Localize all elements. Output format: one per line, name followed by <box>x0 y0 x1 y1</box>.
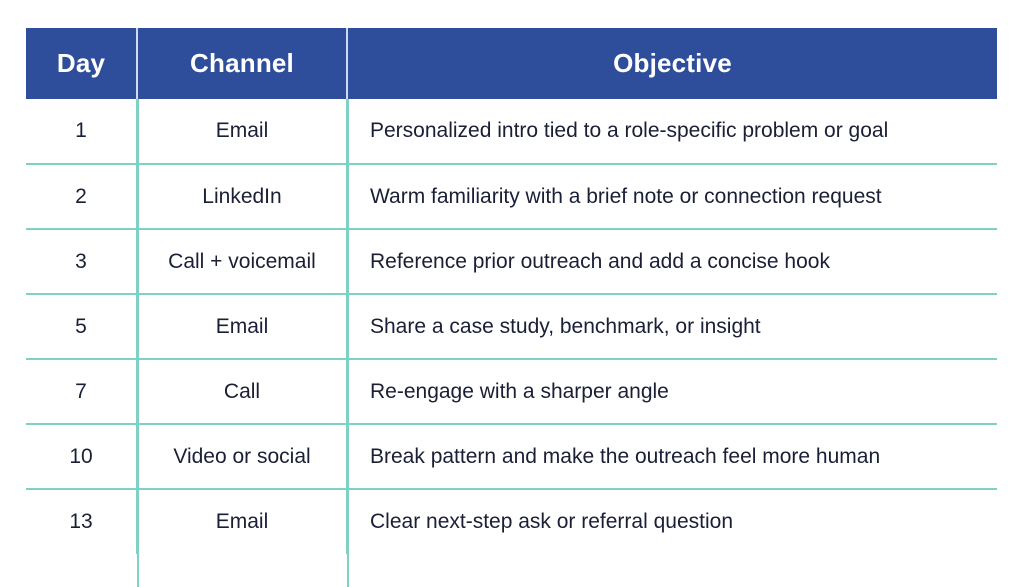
table-row: 13 Email Clear next-step ask or referral… <box>26 488 997 554</box>
cell-objective: Re-engage with a sharper angle <box>346 358 997 424</box>
table-row: 1 Email Personalized intro tied to a rol… <box>26 99 997 164</box>
table-row: 5 Email Share a case study, benchmark, o… <box>26 293 997 359</box>
table-body: 1 Email Personalized intro tied to a rol… <box>26 99 997 554</box>
cell-day: 7 <box>26 358 137 424</box>
cell-channel: Call <box>136 358 347 424</box>
cell-day: 2 <box>26 163 137 229</box>
cell-channel: Email <box>136 293 347 359</box>
cell-day: 13 <box>26 488 137 554</box>
cell-objective: Reference prior outreach and add a conci… <box>346 228 997 294</box>
column-divider-day-channel <box>137 99 139 587</box>
outreach-cadence-table-container: Day Channel Objective 1 Email Personaliz… <box>26 28 997 587</box>
cell-day: 5 <box>26 293 137 359</box>
column-header-day: Day <box>26 28 137 99</box>
table-row: 3 Call + voicemail Reference prior outre… <box>26 228 997 294</box>
outreach-cadence-table: Day Channel Objective 1 Email Personaliz… <box>26 28 997 554</box>
column-header-objective: Objective <box>346 28 997 99</box>
table-row: 7 Call Re-engage with a sharper angle <box>26 358 997 424</box>
column-header-channel: Channel <box>136 28 347 99</box>
cell-channel: Video or social <box>136 423 347 489</box>
column-divider-channel-objective <box>347 99 349 587</box>
cell-objective: Clear next-step ask or referral question <box>346 488 997 554</box>
table-row: 10 Video or social Break pattern and mak… <box>26 423 997 489</box>
cell-day: 3 <box>26 228 137 294</box>
cell-channel: Email <box>136 488 347 554</box>
table-row: 2 LinkedIn Warm familiarity with a brief… <box>26 163 997 229</box>
cell-channel: LinkedIn <box>136 163 347 229</box>
cell-day: 1 <box>26 99 137 164</box>
cell-objective: Break pattern and make the outreach feel… <box>346 423 997 489</box>
table-header-row: Day Channel Objective <box>26 28 997 99</box>
cell-objective: Personalized intro tied to a role-specif… <box>346 99 997 164</box>
cell-day: 10 <box>26 423 137 489</box>
cell-objective: Warm familiarity with a brief note or co… <box>346 163 997 229</box>
cell-channel: Call + voicemail <box>136 228 347 294</box>
cell-channel: Email <box>136 99 347 164</box>
table-header: Day Channel Objective <box>26 28 997 99</box>
cell-objective: Share a case study, benchmark, or insigh… <box>346 293 997 359</box>
